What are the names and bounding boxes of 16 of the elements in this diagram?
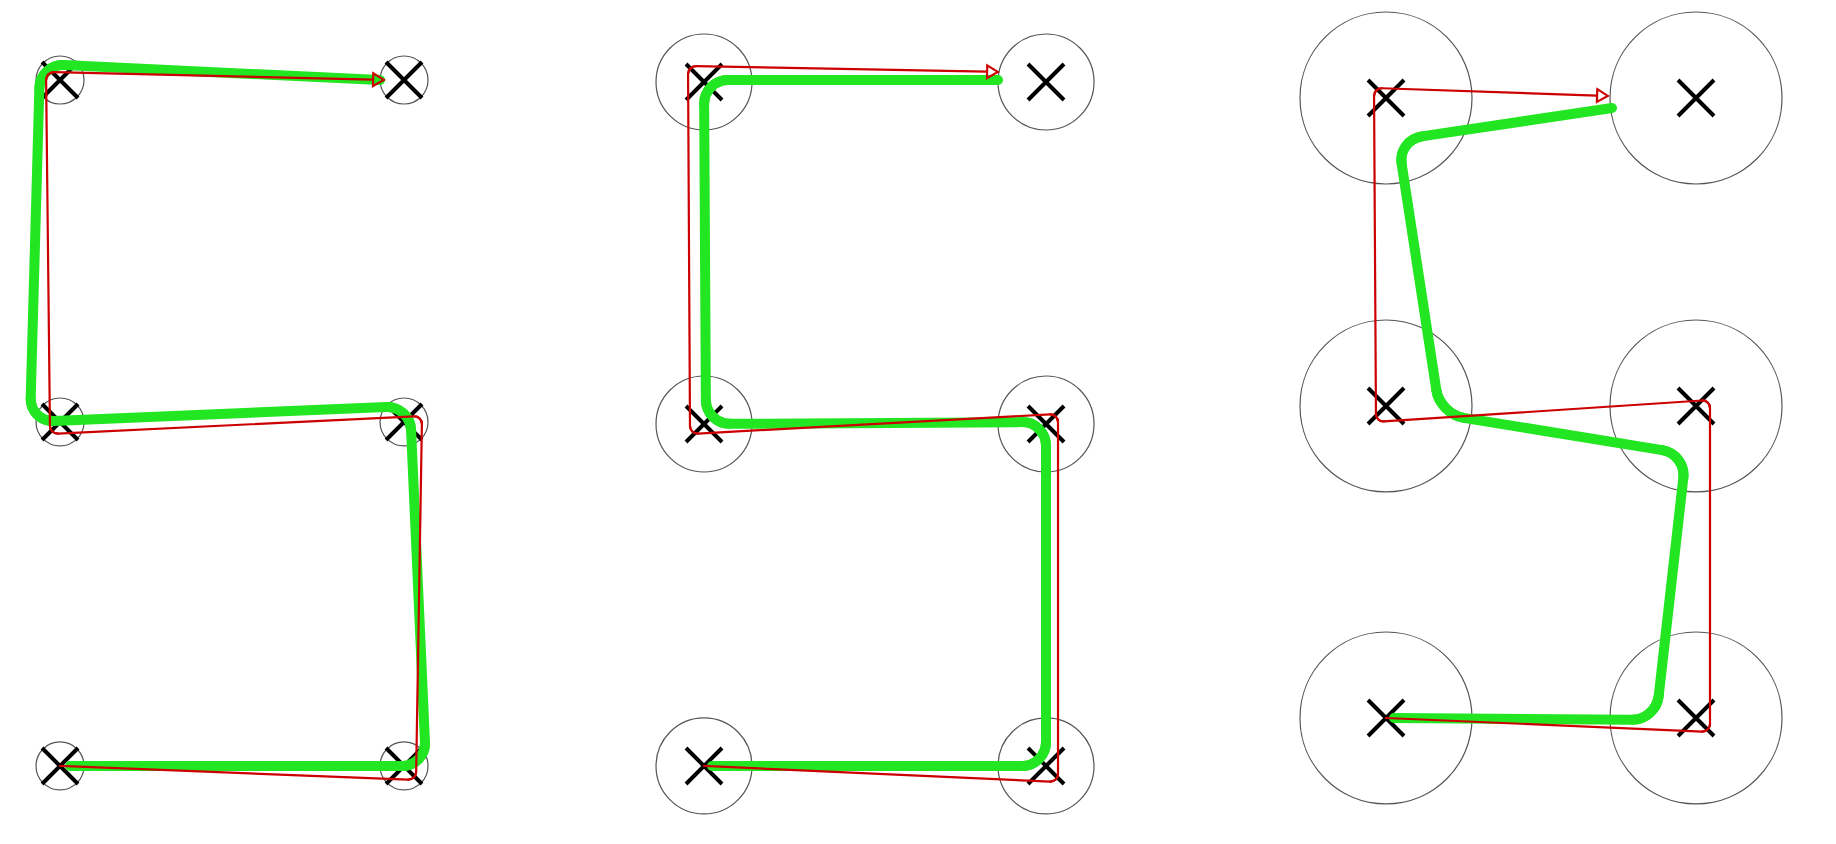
waypoint-circle <box>1609 11 1783 185</box>
waypoint-circle <box>997 33 1095 131</box>
waypoint-circle <box>1609 319 1783 493</box>
trajectory-line <box>699 75 1003 109</box>
waypoint-circle <box>997 375 1095 473</box>
waypoint-circle <box>1609 631 1783 805</box>
waypoint-circle <box>1299 319 1473 493</box>
trajectory-line <box>34 60 385 93</box>
trajectory-line <box>1396 103 1617 169</box>
path-line <box>1048 413 1060 783</box>
waypoint-circle <box>1299 631 1473 805</box>
waypoint-circle <box>655 717 753 815</box>
waypoint-circle <box>655 33 753 131</box>
waypoint-circle <box>655 375 753 473</box>
waypoint-circle <box>1299 11 1473 185</box>
waypoint-circle <box>997 717 1095 815</box>
